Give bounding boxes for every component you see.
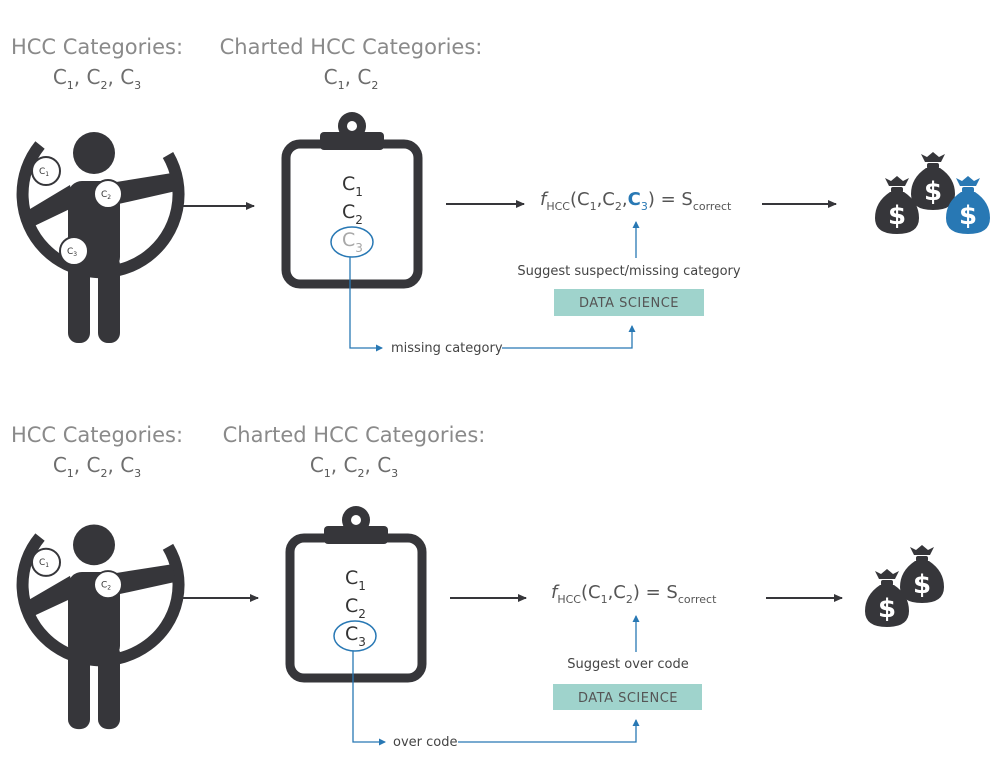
top-section: HCC Categories: C1, C2, C3 Charted HCC C…: [11, 35, 990, 356]
bottom-overcode-loop-right: [458, 719, 640, 743]
svg-text:C1: C1: [39, 558, 49, 569]
top-suggest: Suggest suspect/missing category: [517, 264, 740, 279]
missing-highlight: [330, 226, 374, 258]
svg-text:C2: C2: [101, 190, 111, 201]
svg-text:C3: C3: [67, 247, 77, 258]
bottom-left-list: C1, C2, C3: [53, 453, 141, 480]
category-badge-c1: C1: [31, 156, 61, 186]
category-badge-c3: C3: [59, 236, 89, 266]
money-bag-icon: [900, 545, 944, 603]
category-badge-c2: C2: [93, 570, 123, 600]
bottom-overcode-loop-left: [352, 651, 386, 746]
top-data-science-label: DATA SCIENCE: [579, 296, 679, 311]
top-formula: fHCC(C1,C2,C3) = Scorrect: [540, 189, 732, 213]
top-missing-loop-left: [349, 257, 383, 352]
clip-item-c2: C2: [345, 595, 366, 621]
money-bag-icon: [875, 176, 919, 234]
top-mid-title: Charted HCC Categories:: [220, 35, 483, 59]
top-left-title: HCC Categories:: [11, 35, 183, 59]
category-badge-c2: C2: [93, 179, 123, 209]
clipboard-icon: [290, 506, 422, 678]
bottom-suggest: Suggest over code: [567, 657, 688, 672]
svg-text:C1: C1: [39, 167, 49, 178]
top-missing-loop-right: [502, 325, 636, 349]
clip-item-c3: C3: [345, 623, 366, 649]
bottom-section: HCC Categories: C1, C2, C3 Charted HCC C…: [11, 423, 944, 750]
clip-item-c1: C1: [342, 173, 363, 199]
bottom-data-science-box: [553, 684, 702, 710]
bottom-mid-title: Charted HCC Categories:: [223, 423, 486, 447]
bottom-formula: fHCC(C1,C2) = Scorrect: [551, 582, 717, 606]
top-loop-label: missing category: [391, 341, 503, 356]
bottom-mid-list: C1, C2, C3: [310, 453, 398, 480]
svg-text:C2: C2: [101, 581, 111, 592]
clip-item-c2: C2: [342, 201, 363, 227]
top-mid-list: C1, C2: [324, 65, 379, 92]
clip-item-c1: C1: [345, 567, 366, 593]
category-badge-c1: C1: [31, 547, 61, 577]
top-data-science-box: [554, 289, 704, 316]
person-icon: C1 C2 C3: [20, 132, 179, 343]
overcode-highlight: [333, 620, 377, 652]
bottom-left-title: HCC Categories:: [11, 423, 183, 447]
money-bag-icon: [911, 152, 955, 210]
clip-item-c3-missing: C3: [342, 229, 363, 255]
person-icon: C1 C2: [20, 524, 179, 729]
bottom-loop-label: over code: [393, 735, 457, 750]
top-left-list: C1, C2, C3: [53, 65, 141, 92]
bottom-data-science-label: DATA SCIENCE: [578, 691, 678, 706]
clipboard-icon: [286, 112, 418, 284]
